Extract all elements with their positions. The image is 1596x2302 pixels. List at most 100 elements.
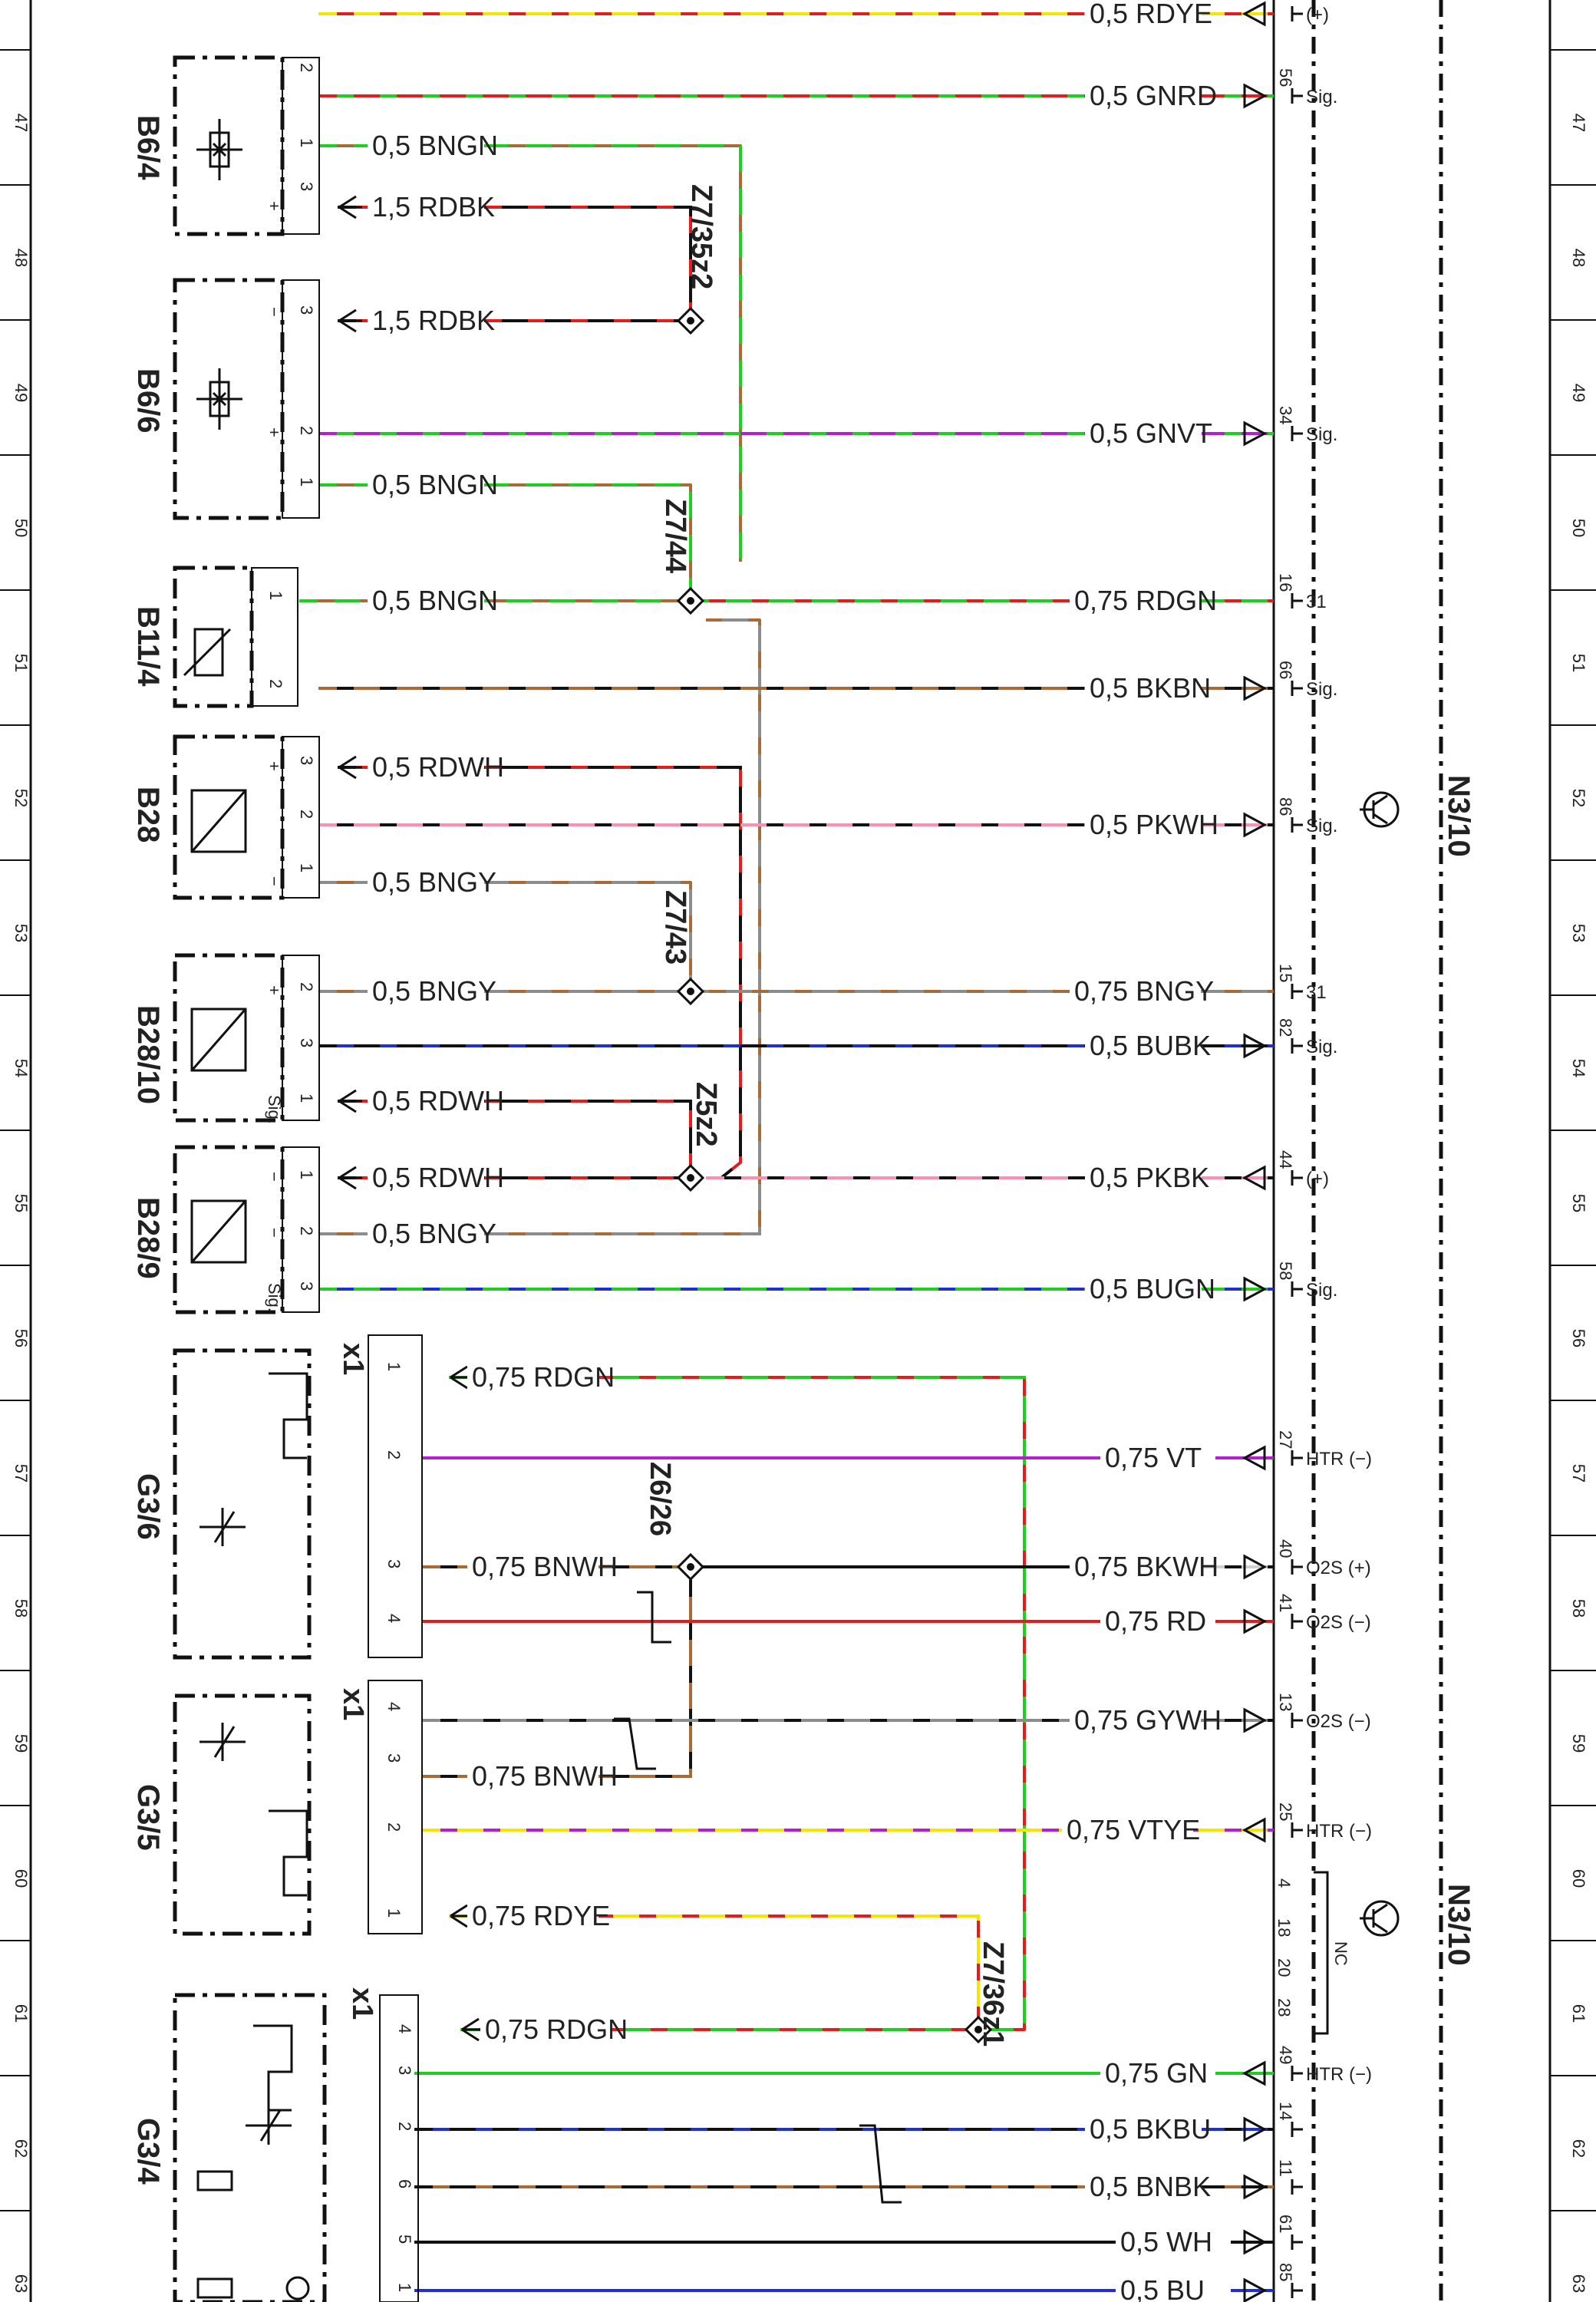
- n3-10-pin-number: 58: [1276, 1261, 1295, 1280]
- connector-housing: [282, 736, 320, 899]
- component-pin-number: 3: [395, 2066, 414, 2075]
- n3-10-pin-number: 27: [1276, 1430, 1295, 1449]
- label-bg: [1070, 1550, 1201, 1581]
- left-wire: [449, 1376, 1026, 2031]
- grid-number-right: 62: [1569, 2139, 1588, 2158]
- label-bg: [1070, 1703, 1201, 1734]
- grid-number-right: 54: [1569, 1059, 1588, 1077]
- n3-10-pin-number: 86: [1276, 797, 1295, 816]
- label-bg: [368, 129, 484, 160]
- pin-arrow: [1243, 812, 1268, 838]
- pin-mark: [1291, 2179, 1303, 2195]
- component-pin-number: 2: [297, 63, 316, 72]
- pin-arrow: [1243, 1707, 1268, 1733]
- sensor-icon: [196, 119, 242, 180]
- label-bg: [1085, 2170, 1202, 2201]
- nc-label: NC: [1331, 1941, 1350, 1966]
- pin-mark: [1291, 1281, 1303, 1297]
- pin-arrow: [1243, 420, 1268, 447]
- wire-label: 0,5 RDYE: [1090, 0, 1212, 29]
- n3-10-pin-number: 13: [1276, 1693, 1295, 1711]
- oxygen-cell-icon: [200, 1723, 246, 1761]
- wire-base: [338, 206, 692, 321]
- n3-10-terminal-label: O2S (−): [1306, 1612, 1371, 1633]
- grid-number-left: 57: [12, 1464, 31, 1482]
- connector-housing: [251, 567, 298, 707]
- grid-number-left: 49: [12, 384, 31, 402]
- pin-arrow: [1243, 1276, 1268, 1302]
- grid-number-left: 56: [12, 1329, 31, 1347]
- pin-sign: −: [265, 1172, 284, 1182]
- splice-dot: [974, 2026, 982, 2033]
- component-pin-number: 2: [297, 982, 316, 991]
- label-bg: [1100, 1441, 1215, 1472]
- pin-mark: [1291, 984, 1303, 999]
- pin-arrow: [1242, 1817, 1266, 1843]
- label-bg: [1085, 0, 1202, 28]
- n3-10-terminal-label: 31: [1306, 982, 1327, 1003]
- component-label: B6/6: [131, 368, 165, 434]
- label-bg: [467, 1550, 598, 1581]
- n3-10-pin-number: 56: [1276, 68, 1295, 87]
- heater-element-icon: [253, 2024, 293, 2112]
- left-wire: [422, 1567, 692, 1778]
- grid-number-right: 61: [1569, 2004, 1588, 2023]
- wire-base: [449, 1376, 1026, 2031]
- oxygen-cell-icon: [200, 1508, 246, 1546]
- wire-stripe: [338, 1100, 692, 1178]
- wire-label: 0,5 BUBK: [1090, 1030, 1211, 1061]
- n3-10-pin-number: 41: [1276, 1594, 1295, 1612]
- grid-number-left: 60: [12, 1869, 31, 1888]
- label-bg: [1062, 1813, 1193, 1844]
- pin-mark: [1291, 2234, 1303, 2250]
- wire-stripe: [449, 1376, 1026, 2031]
- label-bg: [1085, 79, 1202, 110]
- heater-element-icon: [269, 1809, 308, 1897]
- label-bg: [1070, 584, 1201, 615]
- component-label: B28: [131, 787, 165, 843]
- label-bg: [1116, 2274, 1231, 2302]
- nc-pin-number: 4: [1274, 1878, 1294, 1888]
- n3-10-terminal-label: O2S (+): [1306, 1558, 1371, 1578]
- twisted-pair-mark: [859, 2124, 902, 2204]
- grid-number-right: 59: [1569, 1734, 1588, 1753]
- label-bg: [368, 584, 484, 615]
- label-bg: [467, 1759, 598, 1790]
- wire-label: 0,5 RDWH: [372, 1162, 504, 1193]
- n3-10-terminal-label: Sig.: [1306, 87, 1337, 107]
- wire-label: 0,5 BNGN: [372, 130, 498, 161]
- label-bg: [368, 1161, 484, 1192]
- left-wire: [449, 1914, 980, 2030]
- grid-number-right: 60: [1569, 1869, 1588, 1888]
- left-wire: [338, 766, 742, 1179]
- grid-number-left: 55: [12, 1194, 31, 1212]
- wire-label: 1,5 RDBK: [372, 191, 495, 223]
- pin-arrow: [338, 755, 362, 780]
- wire-label: 0,5 BKBN: [1090, 672, 1211, 704]
- n3-10-pin-number: 25: [1276, 1802, 1295, 1821]
- thermistor-icon: [183, 628, 232, 677]
- wire-label: 0,75 VT: [1105, 1442, 1202, 1473]
- component-box: [173, 1993, 327, 2302]
- component-pin-number: 4: [395, 2024, 414, 2033]
- pin-sign: +: [265, 985, 284, 995]
- label-bg: [1085, 1029, 1202, 1060]
- component-pin-number: 1: [297, 1093, 316, 1103]
- component-pin-number: 3: [297, 756, 316, 765]
- wire-base: [318, 483, 692, 601]
- connector-housing: [379, 1994, 419, 2302]
- n3-10-terminal-label: HTR (−): [1306, 1821, 1372, 1842]
- pin-mark: [1291, 1170, 1303, 1186]
- wire-stripe: [449, 1914, 980, 2030]
- label-bg: [1070, 975, 1201, 1005]
- splice-dot: [687, 1174, 694, 1182]
- connector-housing: [282, 57, 320, 235]
- wire-label: 0,75 RDGN: [485, 2013, 628, 2045]
- pin-arrow: [338, 195, 362, 219]
- splice-dot: [687, 597, 694, 605]
- label-bg: [368, 1217, 484, 1248]
- component-label: G3/5: [131, 1784, 165, 1851]
- splice-label: Z7/35z2: [685, 184, 717, 289]
- connector-housing: [368, 1680, 423, 1934]
